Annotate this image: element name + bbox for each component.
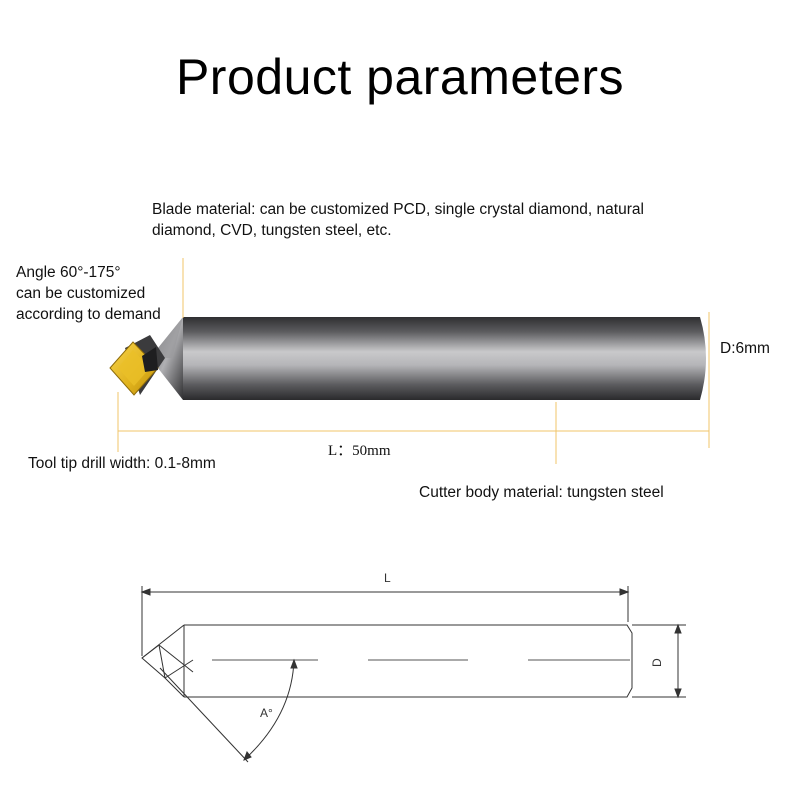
angle-note-line: can be customized xyxy=(16,285,146,302)
angle-note-line: Angle 60°-175° xyxy=(16,264,121,281)
drawing-length-symbol: L xyxy=(384,571,391,585)
technical-drawing xyxy=(140,586,686,763)
tip-width-label: Tool tip drill width: 0.1-8mm xyxy=(28,455,216,472)
diameter-label: D:6mm xyxy=(720,340,770,357)
angle-note: Angle 60°-175° can be customized accordi… xyxy=(16,262,206,325)
length-label: L：50mm xyxy=(328,443,391,459)
drawing-angle-symbol: A° xyxy=(260,706,273,720)
body-material-label: Cutter body material: tungsten steel xyxy=(419,484,664,501)
drawing-diameter-symbol: D xyxy=(650,658,664,667)
angle-note-line: according to demand xyxy=(16,306,161,323)
tool-shank xyxy=(183,317,706,400)
tool-photo xyxy=(109,317,706,400)
drawing-outline xyxy=(184,624,633,698)
blade-material-note: Blade material: can be customized PCD, s… xyxy=(152,201,644,239)
photo-dimension-lines xyxy=(117,258,710,464)
page-title: Product parameters xyxy=(175,49,625,105)
